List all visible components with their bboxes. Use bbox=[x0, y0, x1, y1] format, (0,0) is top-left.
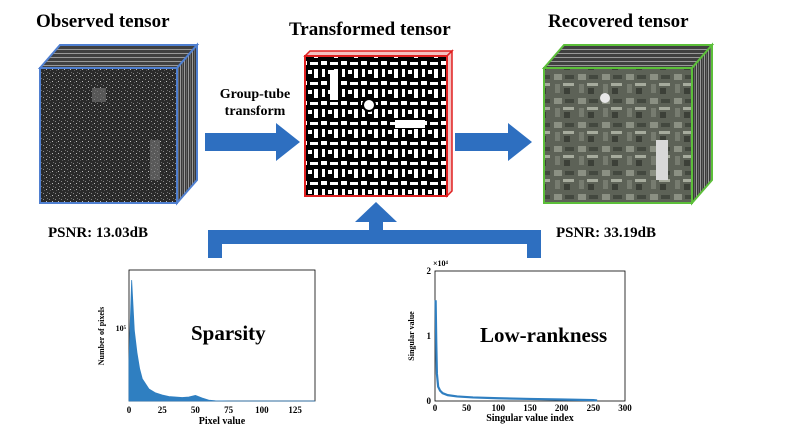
histogram-area bbox=[128, 280, 315, 402]
singular-value-line bbox=[434, 300, 598, 402]
feedback-arrow bbox=[208, 202, 541, 258]
transform-label-line2: transform bbox=[224, 104, 286, 119]
singular-xtick: 300 bbox=[618, 403, 632, 413]
arrow-transformed-to-recovered bbox=[455, 123, 532, 161]
histogram-xtick: 100 bbox=[255, 405, 269, 415]
transformed-cube bbox=[303, 49, 454, 198]
singular-multiplier: ×10⁴ bbox=[433, 259, 449, 268]
histogram-ytick-1e5: 10⁵ bbox=[116, 324, 127, 333]
sparsity-annotation: Sparsity bbox=[191, 321, 266, 345]
recovered-title: Recovered tensor bbox=[548, 11, 689, 32]
observed-title: Observed tensor bbox=[36, 11, 170, 32]
histogram-xtick: 50 bbox=[191, 405, 201, 415]
low-rank-annotation: Low-rankness bbox=[480, 323, 608, 347]
singular-xtick: 50 bbox=[462, 403, 472, 413]
singular-value-plot: 0 50 100 150 200 250 300 0 1 2 Singular value ind… bbox=[407, 259, 632, 424]
histogram-xtick: 125 bbox=[288, 405, 302, 415]
singular-xtick: 150 bbox=[523, 403, 537, 413]
singular-xtick: 100 bbox=[492, 403, 506, 413]
histogram-xtick: 75 bbox=[224, 405, 234, 415]
singular-xtick: 0 bbox=[433, 403, 438, 413]
arrow-observed-to-transformed bbox=[205, 123, 300, 161]
recovered-psnr: PSNR: 33.19dB bbox=[556, 225, 657, 241]
transformed-title: Transformed tensor bbox=[289, 19, 451, 40]
singular-axes bbox=[434, 270, 626, 402]
histogram-xlabel: Pixel value bbox=[199, 416, 246, 427]
singular-ytick: 1 bbox=[427, 331, 432, 341]
observed-cube bbox=[37, 42, 200, 206]
histogram-xtick: 25 bbox=[158, 405, 168, 415]
singular-xtick: 250 bbox=[587, 403, 601, 413]
singular-ytick: 2 bbox=[427, 266, 432, 276]
histogram-xtick: 0 bbox=[127, 405, 132, 415]
transform-label-line1: Group-tube bbox=[219, 87, 291, 102]
singular-xtick: 200 bbox=[555, 403, 569, 413]
singular-xlabel: Singular value index bbox=[486, 413, 574, 424]
singular-ylabel: Singular value bbox=[407, 311, 416, 361]
histogram-ylabel: Number of pixels bbox=[97, 307, 106, 366]
transform-label: Group-tube transform bbox=[207, 86, 303, 120]
histogram-plot: 0 25 50 75 100 125 Pixel value Number of pixe… bbox=[97, 269, 316, 427]
observed-psnr: PSNR: 13.03dB bbox=[48, 225, 149, 241]
recovered-cube bbox=[541, 42, 715, 206]
singular-ytick: 0 bbox=[427, 396, 432, 406]
